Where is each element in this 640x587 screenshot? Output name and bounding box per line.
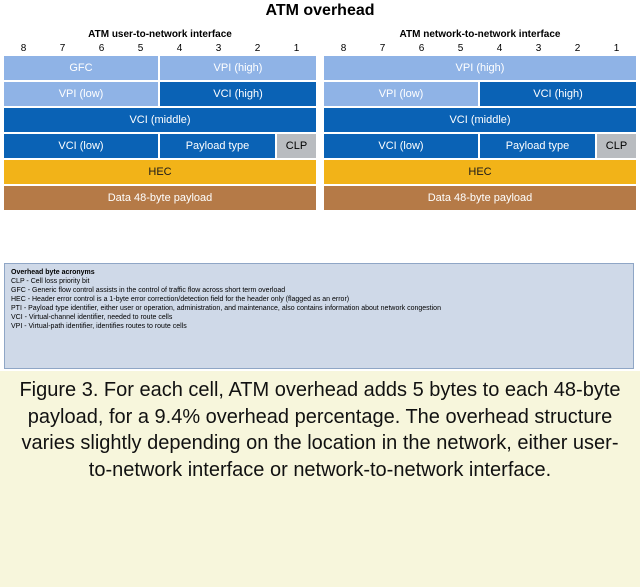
header-row: HEC — [324, 160, 636, 184]
header-field: VPI (high) — [160, 56, 316, 80]
header-field: Data 48-byte payload — [4, 186, 316, 210]
caption-area: Figure 3. For each cell, ATM overhead ad… — [0, 371, 640, 587]
header-field: VCI (low) — [4, 134, 160, 158]
figure-caption: Figure 3. For each cell, ATM overhead ad… — [19, 379, 621, 481]
bit-label: 3 — [535, 43, 542, 54]
header-field: Data 48-byte payload — [324, 186, 636, 210]
nni-panel-title: ATM network-to-network interface — [399, 29, 561, 40]
header-field: VCI (high) — [480, 82, 636, 106]
header-row: HEC — [4, 160, 316, 184]
header-field: VCI (middle) — [324, 108, 636, 132]
header-field: Payload type — [480, 134, 597, 158]
bit-label: 8 — [20, 43, 27, 54]
legend-item: VPI - Virtual-path identifier, identifie… — [11, 323, 187, 330]
legend-item: HEC - Header error control is a 1-byte e… — [11, 296, 350, 303]
header-row: VPI (low)VCI (high) — [4, 82, 316, 106]
nni-panel: ATM network-to-network interface 8 7 6 5… — [324, 28, 636, 212]
header-row: VCI (middle) — [324, 108, 636, 132]
header-field: VCI (low) — [324, 134, 480, 158]
header-field: CLP — [277, 134, 316, 158]
legend-item: CLP - Cell loss priority bit — [11, 278, 90, 285]
header-row: Data 48-byte payload — [4, 186, 316, 210]
header-field: VPI (low) — [4, 82, 160, 106]
figure-title: ATM overhead — [265, 2, 375, 19]
bit-label: 1 — [293, 43, 300, 54]
bit-label: 8 — [340, 43, 347, 54]
uni-panel: ATM user-to-network interface 8 7 6 5 4 … — [4, 28, 316, 212]
header-row: Data 48-byte payload — [324, 186, 636, 210]
acronym-legend: Overhead byte acronyms CLP - Cell loss p… — [4, 263, 634, 369]
nni-bit-numbers: 8 7 6 5 4 3 2 1 — [324, 42, 636, 56]
bit-label: 4 — [176, 43, 183, 54]
header-field: GFC — [4, 56, 160, 80]
header-field: HEC — [324, 160, 636, 184]
nni-cell-header-rows: VPI (high)VPI (low)VCI (high)VCI (middle… — [324, 56, 636, 210]
bit-label: 5 — [457, 43, 464, 54]
legend-item: GFC - Generic flow control assists in th… — [11, 287, 286, 294]
bit-label: 2 — [574, 43, 581, 54]
bit-label: 6 — [418, 43, 425, 54]
header-field: HEC — [4, 160, 316, 184]
header-field: VPI (low) — [324, 82, 480, 106]
header-row: VPI (low)VCI (high) — [324, 82, 636, 106]
bit-label: 4 — [496, 43, 503, 54]
bit-label: 3 — [215, 43, 222, 54]
header-field: Payload type — [160, 134, 277, 158]
header-field: VCI (high) — [160, 82, 316, 106]
bit-label: 7 — [379, 43, 386, 54]
bit-label: 2 — [254, 43, 261, 54]
legend-item: PTI - Payload type identifier, either us… — [11, 305, 441, 312]
bit-label: 5 — [137, 43, 144, 54]
uni-panel-title: ATM user-to-network interface — [88, 29, 232, 40]
legend-title: Overhead byte acronyms — [11, 269, 95, 276]
bit-label: 7 — [59, 43, 66, 54]
uni-bit-numbers: 8 7 6 5 4 3 2 1 — [4, 42, 316, 56]
header-field: CLP — [597, 134, 636, 158]
header-field: VPI (high) — [324, 56, 636, 80]
header-row: VPI (high) — [324, 56, 636, 80]
bit-label: 6 — [98, 43, 105, 54]
header-row: VCI (middle) — [4, 108, 316, 132]
legend-item: VCI - Virtual-channel identifier, needed… — [11, 314, 173, 321]
bit-label: 1 — [613, 43, 620, 54]
header-field: VCI (middle) — [4, 108, 316, 132]
